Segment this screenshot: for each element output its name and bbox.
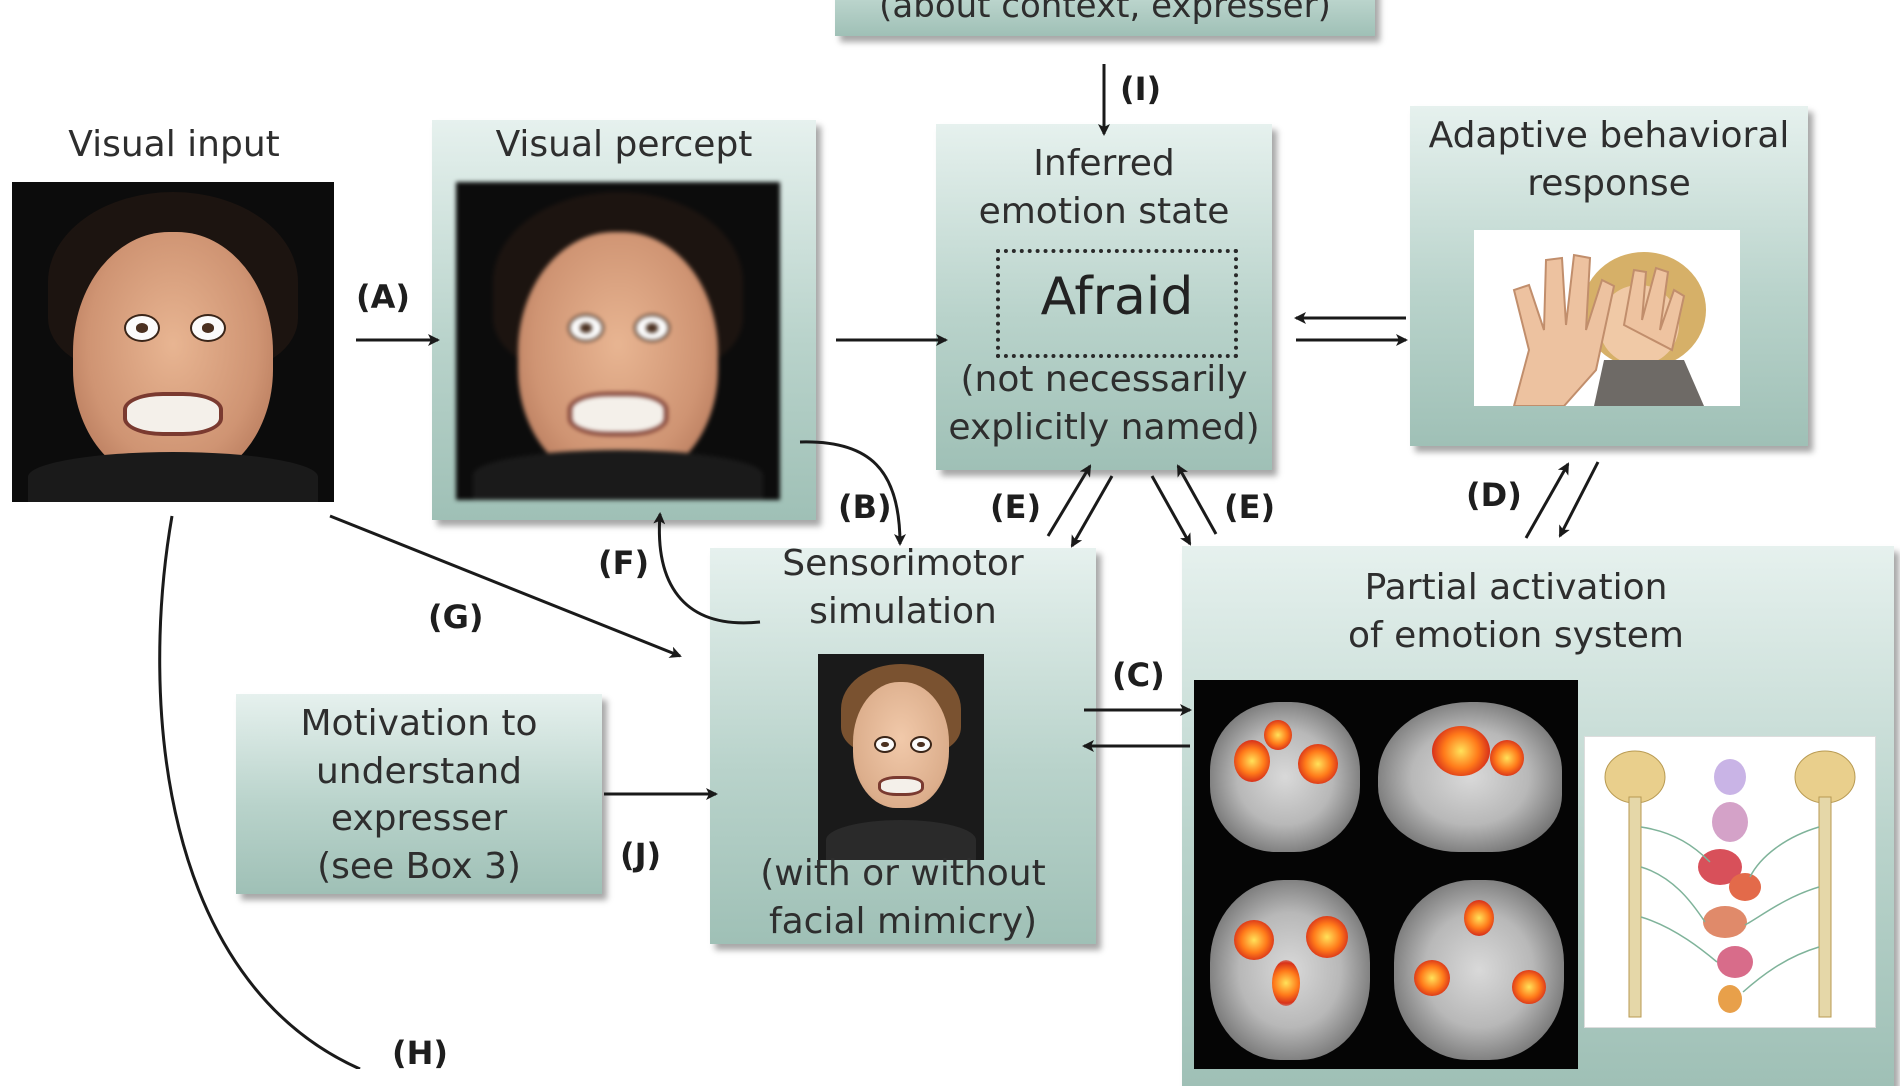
motivation-box [236,694,602,894]
inferred-emotion-box [936,124,1272,470]
arrow-g [329,514,682,658]
arrow-d-down [1558,461,1600,538]
letter-j: (J) [620,836,662,874]
adaptive-response-photo [1474,230,1740,406]
letter-e-left: (E) [990,488,1042,526]
inferred-emotion-note: (not necessarily explicitly named) [948,359,1260,448]
arrow-h [158,515,361,1069]
brain-scan-panel [1194,680,1578,1069]
visual-input-label: Visual input [68,124,280,165]
afraid-dotted-frame [996,249,1238,358]
arrow-e-left-up [1046,464,1092,537]
visual-percept-label: Visual percept [495,124,753,165]
letter-c: (C) [1112,656,1165,694]
visual-input-face-image [12,182,334,502]
arrow-e-right-up [1176,464,1218,535]
context-box [835,0,1375,36]
motivation-label: Motivation to understand expresser (see … [300,703,538,887]
nervous-system-illustration [1584,736,1876,1028]
letter-i: (I) [1120,70,1162,108]
partial-activation-label: Partial activation of emotion system [1348,567,1684,656]
context-box-label: (about context, expresser) [879,0,1331,26]
arrow-f [653,512,761,625]
letter-f: (F) [598,544,650,582]
sensorimotor-face-image [818,654,984,860]
letter-e-right: (E) [1224,488,1276,526]
arrow-e-left-down [1070,475,1114,548]
arrow-e-right-down [1150,475,1192,546]
letter-b: (B) [838,488,892,526]
inferred-emotion-title: Inferred emotion state [978,143,1230,232]
arrow-b [799,440,906,546]
arrow-d-up [1524,462,1570,539]
afraid-label: Afraid [1040,267,1194,327]
letter-a: (A) [356,278,411,316]
letter-h: (H) [392,1034,449,1072]
letter-d: (D) [1466,476,1522,514]
sensorimotor-note: (with or without facial mimicry) [760,853,1046,942]
visual-percept-face-image [456,182,780,500]
sensorimotor-title: Sensorimotor simulation [782,543,1024,632]
letter-g: (G) [428,598,484,636]
adaptive-response-label: Adaptive behavioral response [1428,115,1790,204]
